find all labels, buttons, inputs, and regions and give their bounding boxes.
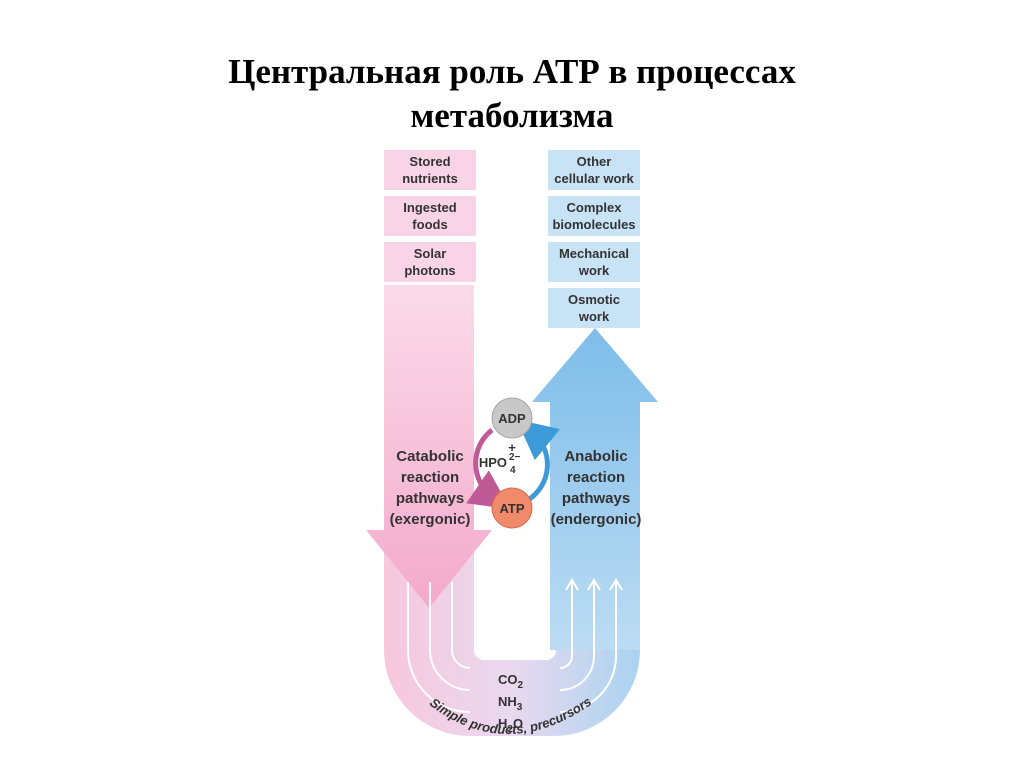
plus-sign: + bbox=[508, 440, 516, 455]
catabolic-line: reaction bbox=[401, 469, 459, 486]
box-other-cellular-work: Other cellular work bbox=[548, 150, 640, 190]
adp-label: ADP bbox=[498, 411, 526, 426]
title-line-2: метаболизма bbox=[410, 96, 614, 135]
box-label: Ingested bbox=[403, 200, 457, 215]
catabolic-line: Catabolic bbox=[396, 448, 464, 465]
phosphate-charge: 2− bbox=[509, 452, 521, 463]
nh3-label: NH3 bbox=[498, 694, 523, 713]
box-ingested-foods: Ingested foods bbox=[384, 196, 476, 236]
catabolic-arrow bbox=[366, 285, 492, 608]
cycle-arrow-catabolic bbox=[466, 428, 511, 510]
box-complex-biomolecules: Complex biomolecules bbox=[548, 196, 640, 236]
box-label: Osmotic bbox=[567, 292, 620, 307]
catabolic-line: pathways bbox=[396, 490, 464, 507]
adp-circle bbox=[491, 397, 533, 439]
box-label: cellular work bbox=[554, 171, 634, 186]
box-label: Complex bbox=[566, 200, 622, 215]
box-label: Other bbox=[576, 154, 612, 169]
box-label: photons bbox=[404, 263, 456, 278]
catabolic-label: Catabolic reaction pathways (exergonic) bbox=[390, 448, 471, 528]
page-title: Центральная роль АТР в процессах метабол… bbox=[0, 50, 1024, 138]
box-stored-nutrients: Stored nutrients bbox=[384, 150, 476, 190]
box-label: work bbox=[578, 263, 610, 278]
box-mechanical-work: Mechanical work bbox=[548, 242, 640, 282]
atp-label: ATP bbox=[499, 501, 524, 516]
box-label: Solar bbox=[413, 246, 447, 261]
box-label: biomolecules bbox=[552, 217, 636, 232]
phosphate-subscript: 4 bbox=[510, 465, 516, 476]
box-label: work bbox=[578, 309, 610, 324]
title-line-1: Центральная роль АТР в процессах bbox=[228, 52, 796, 91]
box-solar-photons: Solar photons bbox=[384, 242, 476, 282]
box-label: nutrients bbox=[402, 171, 458, 186]
simple-products: CO2 NH3 H2O bbox=[498, 672, 524, 735]
anabolic-line: pathways bbox=[562, 490, 630, 507]
anabolic-line: Anabolic bbox=[564, 448, 627, 465]
box-label: foods bbox=[412, 217, 448, 232]
box-osmotic-work: Osmotic work bbox=[548, 288, 640, 328]
h2o-label: H2O bbox=[498, 716, 523, 735]
phosphate-label: HPO bbox=[479, 455, 507, 470]
box-label: Stored bbox=[409, 154, 451, 169]
co2-label: CO2 bbox=[498, 672, 524, 691]
anabolic-line: reaction bbox=[567, 469, 625, 486]
anabolic-line: (endergonic) bbox=[551, 511, 642, 528]
flow-lines bbox=[407, 578, 623, 713]
cycle-arrow-anabolic bbox=[516, 419, 561, 503]
anabolic-label: Anabolic reaction pathways (endergonic) bbox=[551, 448, 642, 528]
catabolic-line: (exergonic) bbox=[390, 511, 471, 528]
atp-circle bbox=[491, 487, 533, 529]
box-label: Mechanical bbox=[558, 246, 630, 261]
anabolic-arrow bbox=[532, 328, 658, 650]
